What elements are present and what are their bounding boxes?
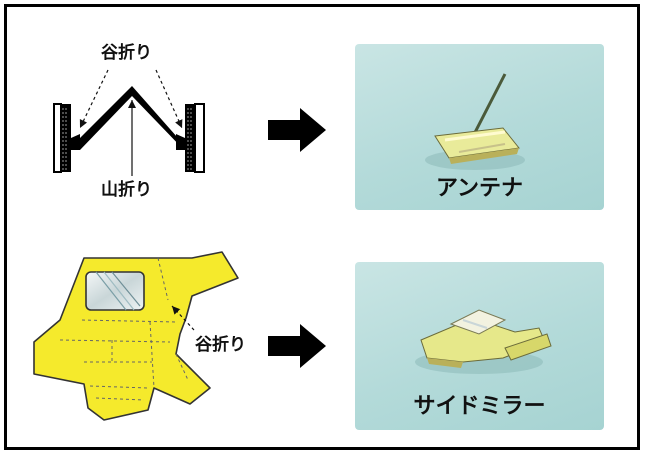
valley-fold-label-bottom: 谷折り: [195, 335, 246, 355]
side-mirror-caption: サイドミラー: [413, 394, 546, 419]
valley-fold-label-top: 谷折り: [101, 43, 152, 63]
mountain-fold-label: 山折り: [101, 180, 152, 200]
right-arrow-top: [268, 108, 326, 152]
left-wall: [53, 103, 62, 173]
right-arrow-bottom: [268, 324, 326, 368]
mirror-glass: [85, 271, 145, 311]
valley-fold-arrow-left: [79, 69, 109, 129]
antenna-photo: アンテナ: [355, 44, 604, 210]
side-mirror-pattern: [33, 251, 239, 421]
antenna-caption: アンテナ: [435, 176, 524, 201]
right-wall: [194, 103, 205, 173]
side-mirror-model-image: [415, 309, 552, 374]
antenna-model-image: [425, 73, 525, 170]
right-wall-tab: [185, 104, 195, 172]
mountain-fold-shape: [71, 86, 185, 150]
valley-fold-arrow-right: [155, 69, 183, 129]
side-mirror-photo: サイドミラー: [355, 262, 604, 430]
antenna-fold-diagram: [53, 69, 205, 176]
